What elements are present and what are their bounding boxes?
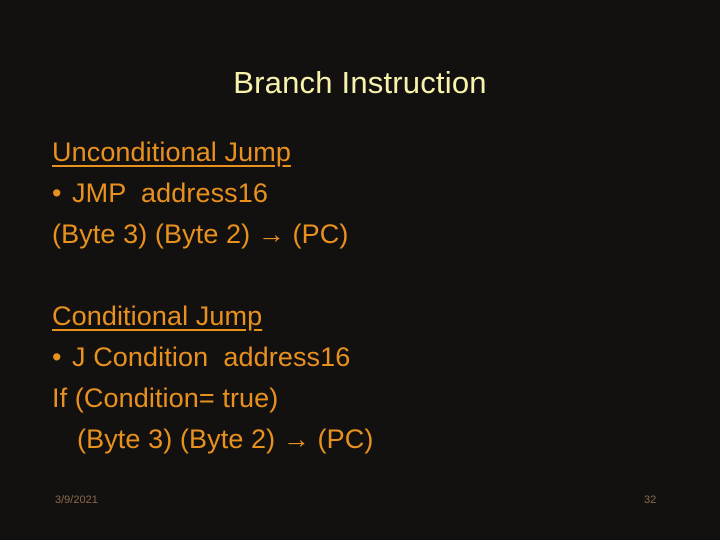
footer-date: 3/9/2021 [55,494,98,506]
bullet-label-jcondition: J Condition address16 [72,342,351,372]
heading-unconditional-jump: Unconditional Jump [52,137,291,167]
block-spacer [52,255,692,296]
footer-page-number: 32 [644,494,657,506]
detail-unconditional-transfer: (Byte 3) (Byte 2) → (PC) [52,219,349,249]
bullet-dot-icon: • [52,178,62,208]
bullet-item-jmp: • JMP address16 [52,173,692,214]
bullet-label-jmp: JMP address16 [72,178,269,208]
detail-conditional-transfer: (Byte 3) (Byte 2) → (PC) [77,424,374,454]
heading-conditional-jump: Conditional Jump [52,301,263,331]
bullet-item-jcondition: • J Condition address16 [52,337,692,378]
page-title: Branch Instruction [233,65,487,100]
slide-body: Unconditional Jump • JMP address16 (Byte … [52,132,692,460]
bullet-dot-icon: • [52,342,62,372]
condition-statement: If (Condition= true) [52,383,279,413]
